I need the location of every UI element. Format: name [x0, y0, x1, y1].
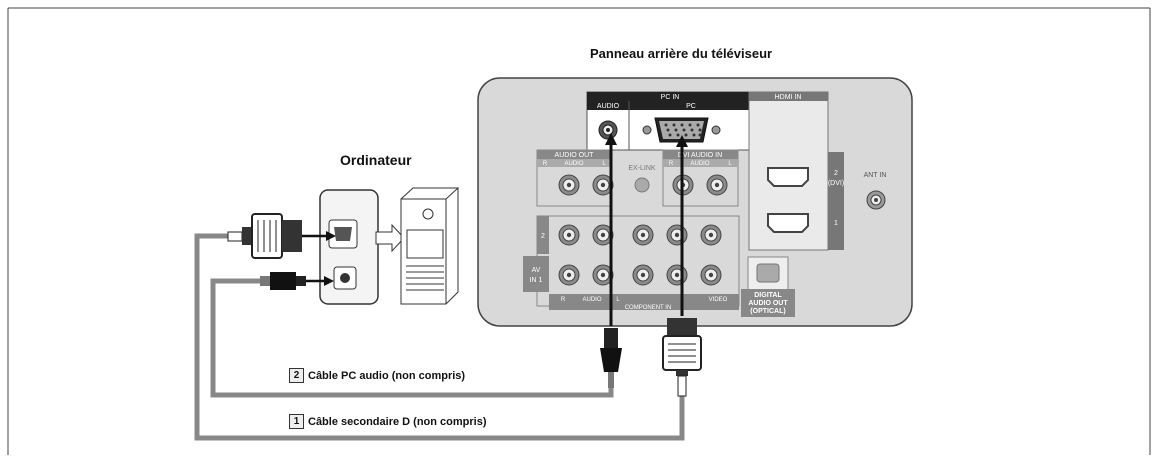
tv-back-panel: PC IN AUDIO PC: [477, 77, 913, 327]
ant-in: ANT IN: [864, 172, 887, 210]
vga-plug-pc: [227, 213, 302, 259]
vga-cable: [194, 233, 685, 441]
comp-l-label: L: [616, 297, 620, 303]
pc-dsub-port[interactable]: [642, 117, 721, 143]
rca-jack[interactable]: [558, 174, 580, 196]
dvi-audio-in-label: DVI AUDIO IN: [678, 152, 722, 159]
rca-jack[interactable]: [592, 264, 614, 286]
rca-jack[interactable]: [632, 264, 654, 286]
pc-in-audio-label: AUDIO: [597, 103, 620, 110]
hdmi-in-block: HDMI IN 2 (DVI) 1: [748, 91, 844, 251]
av-row-2-label: 2: [541, 233, 545, 240]
rca-jacks: [558, 174, 728, 286]
dvi-audio-in-block: DVI AUDIO IN AUDIO R L: [662, 149, 739, 207]
hdmi-2-label: 2: [834, 170, 838, 177]
rca-jack[interactable]: [592, 174, 614, 196]
audio-plug-pc: [260, 272, 306, 290]
comp-r-label: R: [561, 297, 566, 303]
hdmi-2-dvi-label: (DVI): [828, 180, 844, 187]
cables: [194, 133, 702, 441]
digital-audio-out: DIGITAL AUDIO OUT (OPTICAL): [741, 256, 795, 317]
rca-jack[interactable]: [666, 264, 688, 286]
rca-jack[interactable]: [700, 264, 722, 286]
audio-plug-tv: [600, 328, 622, 388]
audio-out-r-label: R: [543, 161, 548, 167]
computer-title: Ordinateur: [340, 152, 412, 168]
hdmi-in-label: HDMI IN: [775, 94, 802, 101]
dvi-audio-l-label: L: [728, 161, 732, 167]
av-component-block: 2 AV IN 1 R AUDIO L VIDEO COMPONENT IN: [523, 215, 740, 311]
audio-out-l-label: L: [602, 161, 606, 167]
zoom-arrow-icon: [375, 223, 405, 253]
hdmi-1-port[interactable]: [767, 213, 809, 233]
ant-in-label: ANT IN: [864, 172, 887, 179]
in-1-label: IN 1: [530, 277, 543, 284]
av-label: AV: [532, 267, 541, 274]
cable-2-number: 2: [289, 368, 304, 383]
rca-jack[interactable]: [666, 224, 688, 246]
comp-audio-label: AUDIO: [582, 297, 601, 303]
pc-in-pc-label: PC: [686, 103, 696, 110]
dvi-audio-r-label: R: [669, 161, 674, 167]
pc-tower-icon: [400, 186, 459, 305]
vga-plug-tv: [662, 318, 702, 397]
pc-in-label: PC IN: [661, 94, 680, 101]
rca-jack[interactable]: [706, 174, 728, 196]
rca-jack[interactable]: [700, 224, 722, 246]
audio-out-audio-label: AUDIO: [564, 161, 583, 167]
digital-label: DIGITAL: [754, 292, 782, 299]
cable-1-label: Câble secondaire D (non compris): [308, 415, 487, 428]
cable-1-number: 1: [289, 414, 304, 429]
hdmi-2-port[interactable]: [767, 167, 809, 187]
component-in-label: COMPONENT IN: [625, 305, 672, 311]
rca-jack[interactable]: [592, 224, 614, 246]
audio-out-label: AUDIO OUT: [555, 152, 595, 159]
cable-2-label: Câble PC audio (non compris): [308, 369, 466, 382]
comp-video-label: VIDEO: [709, 297, 728, 303]
audio-out-optical-label: AUDIO OUT: [748, 300, 788, 307]
ex-link-label: EX-LINK: [628, 165, 656, 172]
optical-port[interactable]: [756, 263, 780, 283]
optical-label: (OPTICAL): [750, 308, 785, 315]
rca-jack[interactable]: [558, 224, 580, 246]
pc-in-block: PC IN AUDIO PC: [586, 91, 754, 151]
dvi-audio-label: AUDIO: [690, 161, 709, 167]
hdmi-1-label: 1: [834, 220, 838, 227]
rca-jack[interactable]: [632, 224, 654, 246]
ex-link-jack[interactable]: [634, 177, 650, 193]
tv-back-panel-title: Panneau arrière du téléviseur: [590, 46, 773, 61]
rca-jack[interactable]: [558, 264, 580, 286]
cable-2-label-group: 2 Câble PC audio (non compris): [289, 368, 465, 383]
computer: [319, 186, 459, 305]
cable-1-label-group: 1 Câble secondaire D (non compris): [289, 414, 486, 429]
